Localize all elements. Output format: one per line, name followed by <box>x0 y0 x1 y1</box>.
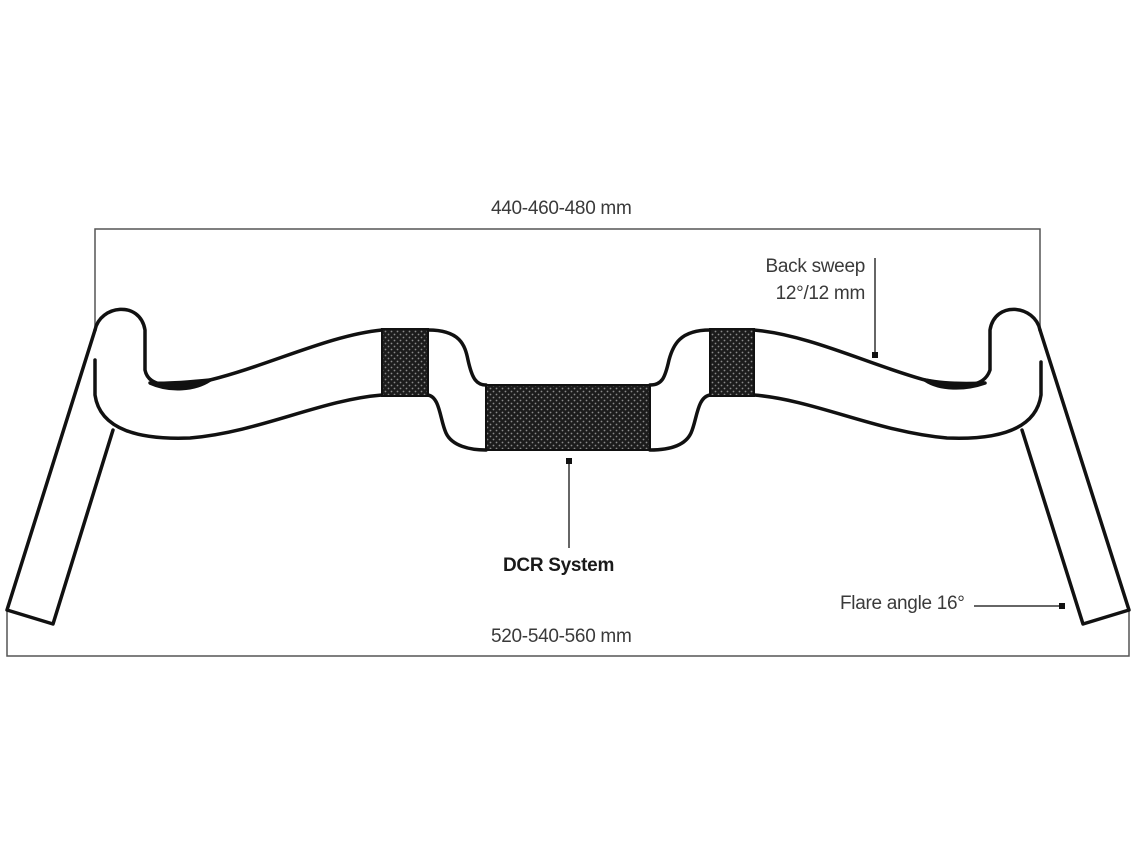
bottom-width-label: 520-540-560 mm <box>491 626 632 647</box>
grip-zone-right <box>709 328 755 397</box>
bottom-width-dimension-line <box>6 610 1130 657</box>
handlebar-outline <box>5 307 1131 626</box>
top-width-label: 440-460-480 mm <box>491 198 632 219</box>
grip-zone-left <box>381 328 429 397</box>
back-sweep-value: 12°/12 mm <box>775 283 866 304</box>
flare-leader <box>974 603 1065 609</box>
back-sweep-title: Back sweep <box>765 256 866 277</box>
back-sweep-leader <box>872 258 878 358</box>
dcr-clamp-zone <box>485 384 651 451</box>
flare-angle-label: Flare angle 16° <box>840 593 965 614</box>
dcr-system-label: DCR System <box>503 555 615 576</box>
dcr-leader <box>566 458 572 548</box>
top-width-dimension-line <box>94 228 1041 330</box>
